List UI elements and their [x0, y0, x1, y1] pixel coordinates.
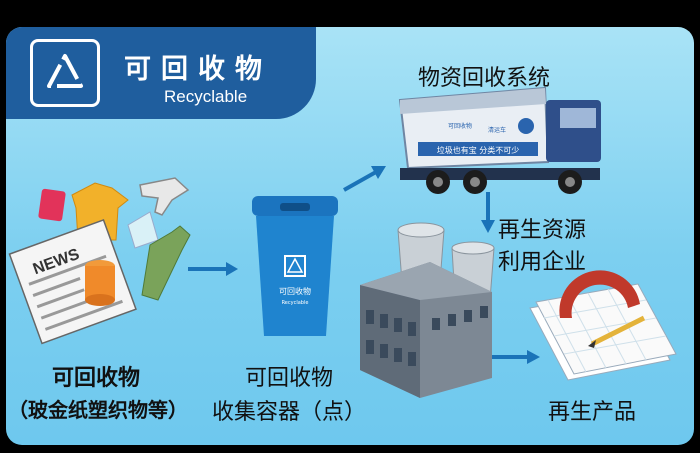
bin-label-line1: 可回收物 — [245, 366, 334, 391]
arrow-items-to-bin — [188, 262, 238, 276]
truck-label: 物资回收系统 — [418, 66, 551, 91]
arrow-truck-to-factory — [481, 192, 495, 233]
truck-side-text: 清运车 — [488, 126, 506, 134]
recycle-triangle-icon — [47, 54, 83, 88]
recyclable-items-illustration: NEWS — [8, 177, 191, 345]
factory-label-line2: 利用企业 — [498, 250, 587, 275]
bin-sub-text: Recyclable — [282, 300, 309, 306]
header-subtitle: Recyclable — [164, 87, 248, 106]
truck-slogan: 垃圾也有宝 分类不可少 — [437, 145, 520, 155]
factory-illustration — [360, 222, 495, 398]
recycling-truck-illustration: 垃圾也有宝 分类不可少 可回收物 清运车 — [398, 86, 601, 194]
product-label: 再生产品 — [548, 400, 637, 425]
factory-label-line1: 再生资源 — [498, 218, 587, 243]
arrow-factory-to-products — [492, 350, 540, 364]
bin-label-line2: 收集容器（点） — [212, 400, 367, 425]
recycle-logo — [30, 39, 100, 107]
recycle-bin-illustration: 可回收物 Recyclable — [252, 196, 338, 336]
items-label-line2: （玻金纸塑织物等） — [8, 398, 188, 422]
header-title: 可回收物 — [124, 54, 272, 85]
header-banner: 可回收物 Recyclable — [6, 27, 316, 119]
arrow-bin-to-truck — [343, 166, 386, 192]
truck-panel-text: 可回收物 — [448, 122, 472, 130]
items-label-line1: 可回收物 — [52, 366, 141, 391]
recycled-products-illustration — [529, 270, 677, 381]
bin-text: 可回收物 — [279, 286, 311, 296]
